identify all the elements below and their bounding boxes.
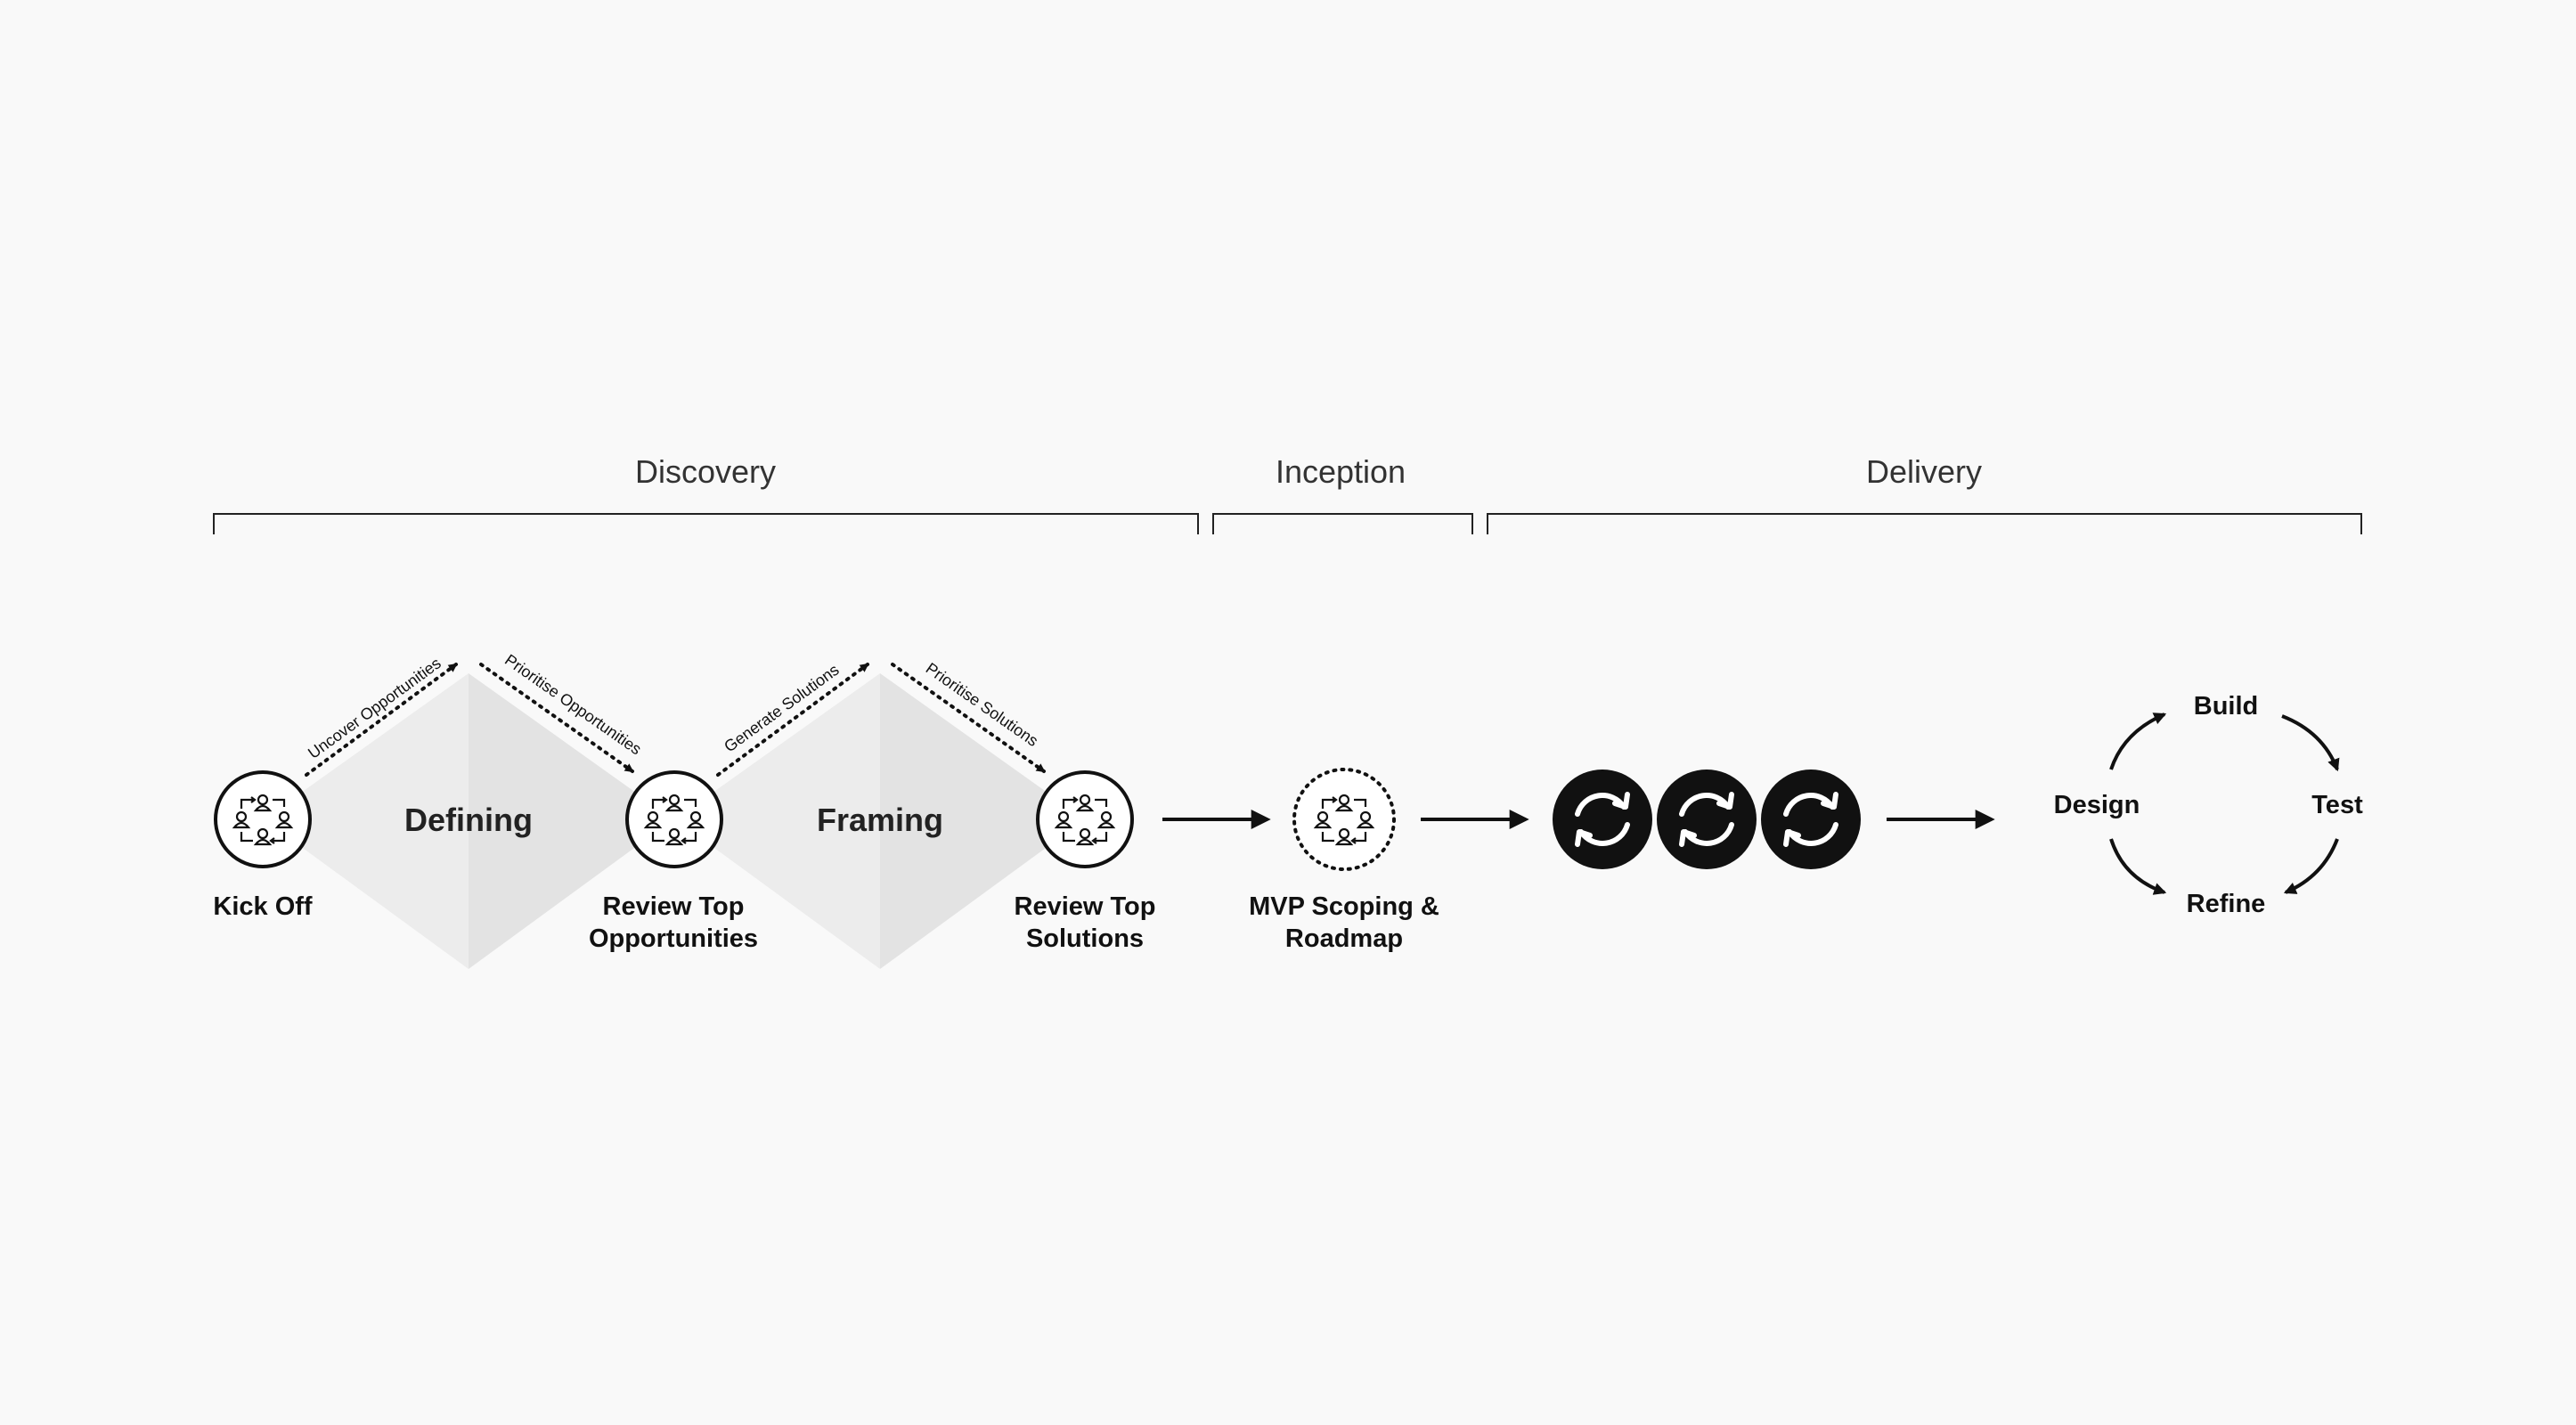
node-label-review-solutions-line2: Solutions: [1026, 924, 1144, 953]
node-label-review-opportunities-line1: Review Top: [603, 892, 745, 921]
cycle-label-refine: Refine: [2187, 890, 2266, 918]
prioritise-solutions-path: [891, 663, 1046, 773]
meeting-ring-dotted: [1292, 768, 1396, 871]
cycle-arrow-design-to-build: [2109, 712, 2167, 770]
cycle-arrow-build-to-test: [2281, 714, 2340, 772]
framing-diamond: [675, 673, 1085, 969]
sprint-circle-2: [1657, 770, 1757, 869]
meeting-ring: [214, 770, 312, 868]
review-opportunities-node: [625, 770, 723, 868]
inception-bracket: [1212, 513, 1473, 534]
mvp-node: [1292, 768, 1396, 871]
kickoff-node: [214, 770, 312, 868]
cycle-label-test: Test: [2311, 791, 2363, 819]
sprint-circle-3: [1761, 770, 1861, 869]
sprint-circle-1: [1553, 770, 1652, 869]
node-label-mvp-line1: MVP Scoping &: [1249, 892, 1439, 921]
diamond-label-framing: Framing: [817, 802, 943, 838]
phase-label-inception: Inception: [1276, 453, 1406, 490]
delivery-bracket: [1487, 513, 2362, 534]
meeting-ring: [625, 770, 723, 868]
uncover-path: [305, 663, 458, 777]
meeting-ring: [1036, 770, 1134, 868]
node-label-review-opportunities-line2: Opportunities: [589, 924, 758, 953]
diamond-label-defining: Defining: [404, 802, 533, 838]
cycle-arrow-test-to-refine: [2283, 838, 2339, 894]
prioritise-opportunities-path: [479, 663, 634, 773]
cycle-label-build: Build: [2194, 692, 2259, 721]
defining-diamond: [264, 673, 673, 969]
cycle-arrow-design-to-refine: [2109, 838, 2167, 895]
node-label-mvp-line2: Roadmap: [1285, 924, 1403, 953]
node-label-review-solutions-line1: Review Top: [1015, 892, 1156, 921]
node-label-kickoff: Kick Off: [213, 892, 313, 921]
review-solutions-node: [1036, 770, 1134, 868]
discovery-bracket: [213, 513, 1199, 534]
phase-label-discovery: Discovery: [635, 453, 776, 490]
cycle-label-design: Design: [2054, 791, 2140, 819]
generate-path: [716, 663, 869, 777]
phase-label-delivery: Delivery: [1866, 453, 1982, 490]
